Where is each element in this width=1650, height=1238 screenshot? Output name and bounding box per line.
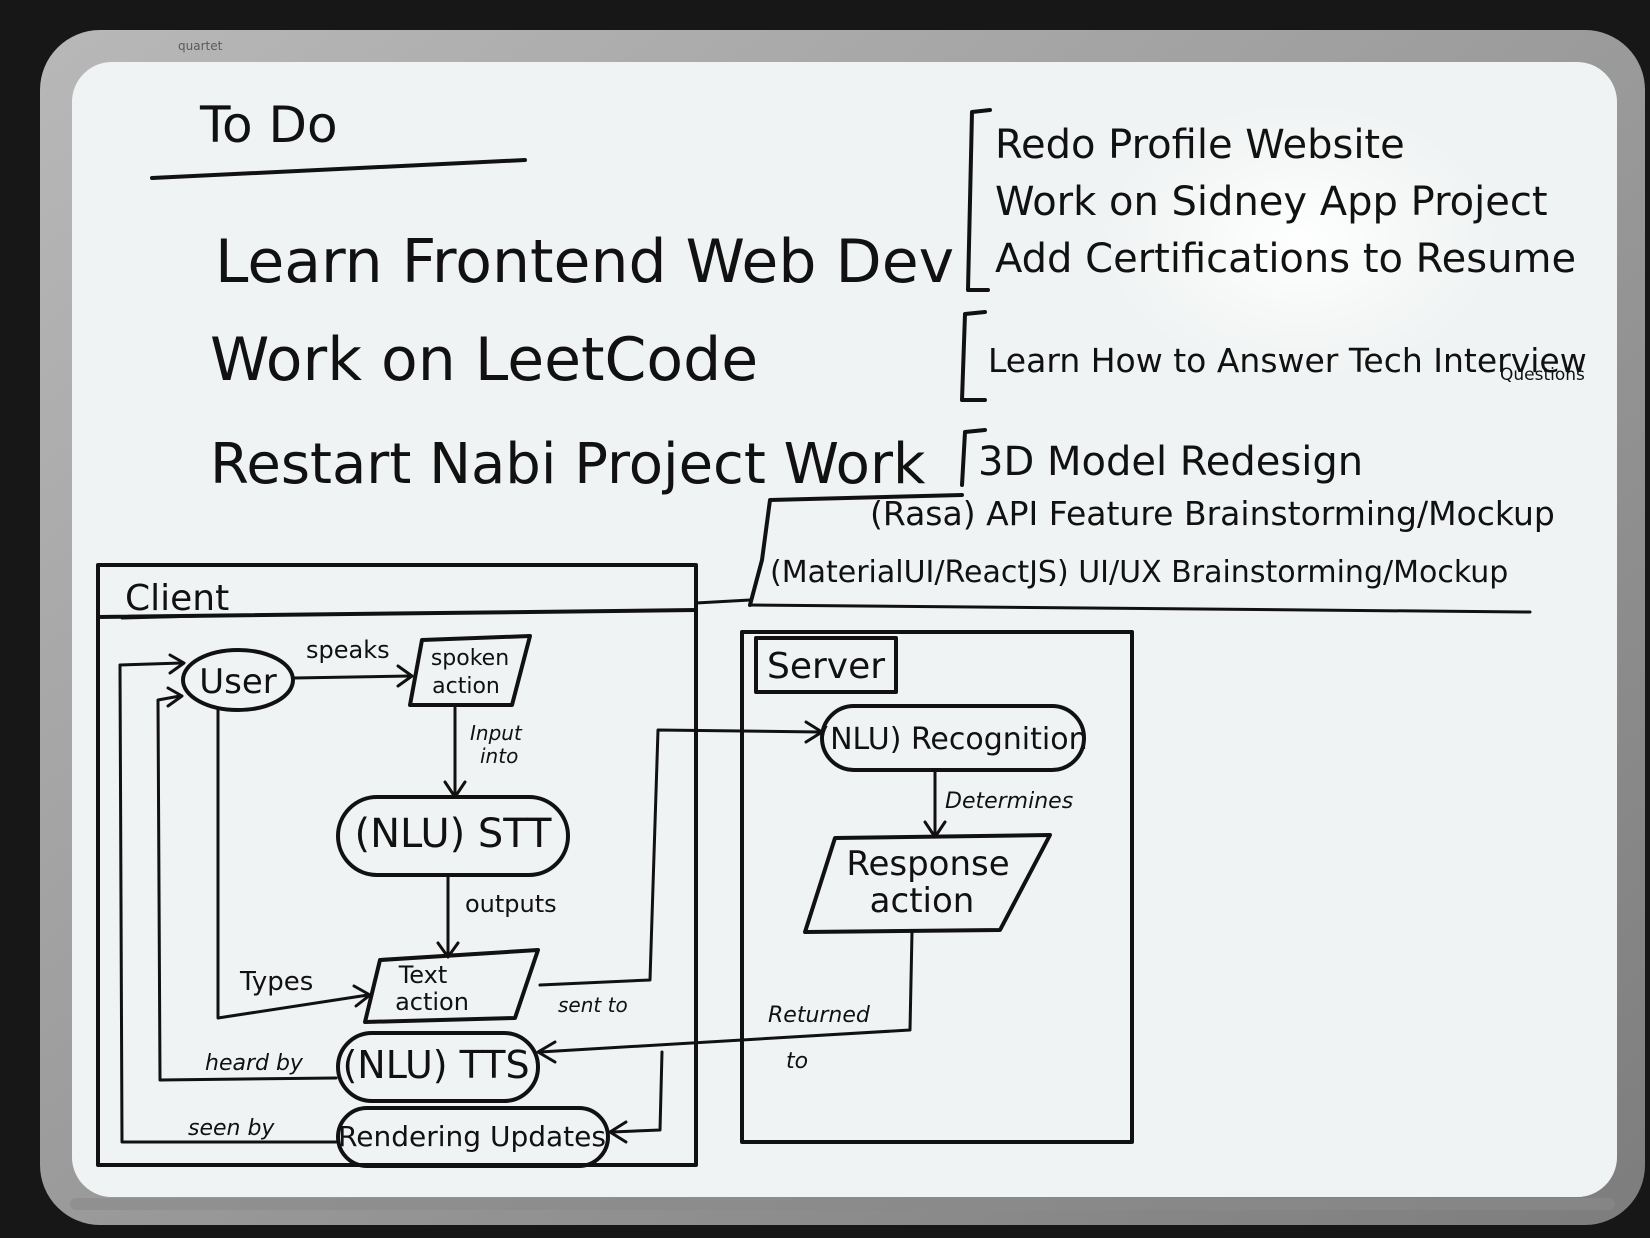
- subtask-api: (Rasa) API Feature Brainstorming/Mockup: [870, 494, 1555, 533]
- node-response-line2: action: [870, 881, 975, 921]
- edge-speaks-label: speaks: [306, 636, 390, 664]
- node-text-action: [363, 948, 540, 1024]
- node-spoken-line2: action: [432, 674, 500, 699]
- edge-types: [216, 706, 370, 1020]
- heading-underline: [150, 158, 527, 180]
- edge-seen-arrow: [168, 653, 186, 675]
- edge-speaks: [292, 674, 412, 680]
- edge-speaks-arrow: [396, 664, 414, 688]
- node-response-action: [803, 833, 1052, 934]
- edge-determines-label: Determines: [945, 789, 1073, 814]
- subtask-profile: Redo Profile Website: [995, 122, 1405, 168]
- todo-item-leetcode: Work on LeetCode: [210, 325, 758, 395]
- edge-input-line1: Input: [470, 721, 523, 745]
- node-spoken-line1: spoken: [431, 646, 509, 671]
- edge-seen-label: seen by: [188, 1116, 275, 1141]
- subtask-certs: Add Certifications to Resume: [995, 236, 1576, 282]
- bracket-leetcode: [960, 310, 987, 402]
- node-stt: [336, 795, 570, 877]
- subtask-interview: Learn How to Answer Tech Interview: [988, 341, 1587, 380]
- edge-heard-by: [156, 694, 338, 1082]
- edge-seen-by: [118, 661, 338, 1144]
- node-user: [181, 648, 295, 712]
- edge-returned-label: Returned: [768, 1003, 871, 1028]
- node-response-line1: Response: [846, 844, 1009, 884]
- server-label: Server: [767, 646, 885, 687]
- node-rendering-label: Rendering Updates: [338, 1120, 606, 1153]
- brand-logo: quartet: [178, 39, 223, 53]
- client-label-underline: [120, 613, 242, 620]
- node-tts-label: (NLU) TTS: [342, 1043, 529, 1087]
- node-spoken-action: [408, 634, 532, 707]
- edge-input-line2: into: [480, 744, 518, 768]
- edge-returned: [538, 930, 914, 1054]
- client-label: Client: [125, 578, 229, 619]
- todo-heading: To Do: [199, 96, 338, 154]
- edge-types-label: Types: [239, 967, 313, 997]
- edge-types-arrow: [352, 984, 372, 1008]
- server-header: [754, 636, 898, 694]
- edge-returned-to-label: to: [786, 1049, 808, 1074]
- subtask-interview-questions: Questions: [1500, 365, 1585, 385]
- light-glare: [1100, 100, 1500, 380]
- bracket-nabi: [960, 428, 987, 487]
- edge-returned-branch-arrow: [608, 1120, 628, 1144]
- node-recognition: [820, 704, 1086, 772]
- node-recognition-label: (NLU) Recognition: [818, 722, 1087, 757]
- divider-line: [748, 603, 1532, 614]
- client-connector: [694, 598, 752, 605]
- node-text-line2: action: [395, 988, 469, 1016]
- todo-item-nabi: Restart Nabi Project Work: [210, 432, 926, 497]
- bracket-nabi-lower: [748, 493, 964, 607]
- todo-item-frontend: Learn Frontend Web Dev: [215, 227, 954, 297]
- edge-heard-label: heard by: [205, 1051, 304, 1076]
- edge-heard-arrow: [166, 686, 184, 708]
- subtask-3d-model: 3D Model Redesign: [978, 439, 1363, 485]
- node-tts: [336, 1031, 540, 1103]
- edge-sent-label: sent to: [558, 993, 628, 1017]
- subtask-uiux: (MaterialUI/ReactJS) UI/UX Brainstorming…: [770, 555, 1508, 590]
- edge-returned-branch: [610, 1050, 664, 1134]
- bracket-frontend: [966, 108, 992, 292]
- node-stt-label: (NLU) STT: [355, 811, 553, 857]
- node-rendering: [336, 1106, 610, 1168]
- edge-sent-to: [538, 728, 822, 987]
- edge-outputs-label: outputs: [465, 890, 557, 918]
- node-user-label: User: [199, 662, 277, 702]
- subtask-sidney: Work on Sidney App Project: [995, 179, 1548, 225]
- node-text-line1: Text: [398, 961, 448, 989]
- edge-returned-arrow: [536, 1040, 557, 1064]
- board-bottom-lip: [70, 1198, 1615, 1210]
- server-box: [740, 630, 1134, 1144]
